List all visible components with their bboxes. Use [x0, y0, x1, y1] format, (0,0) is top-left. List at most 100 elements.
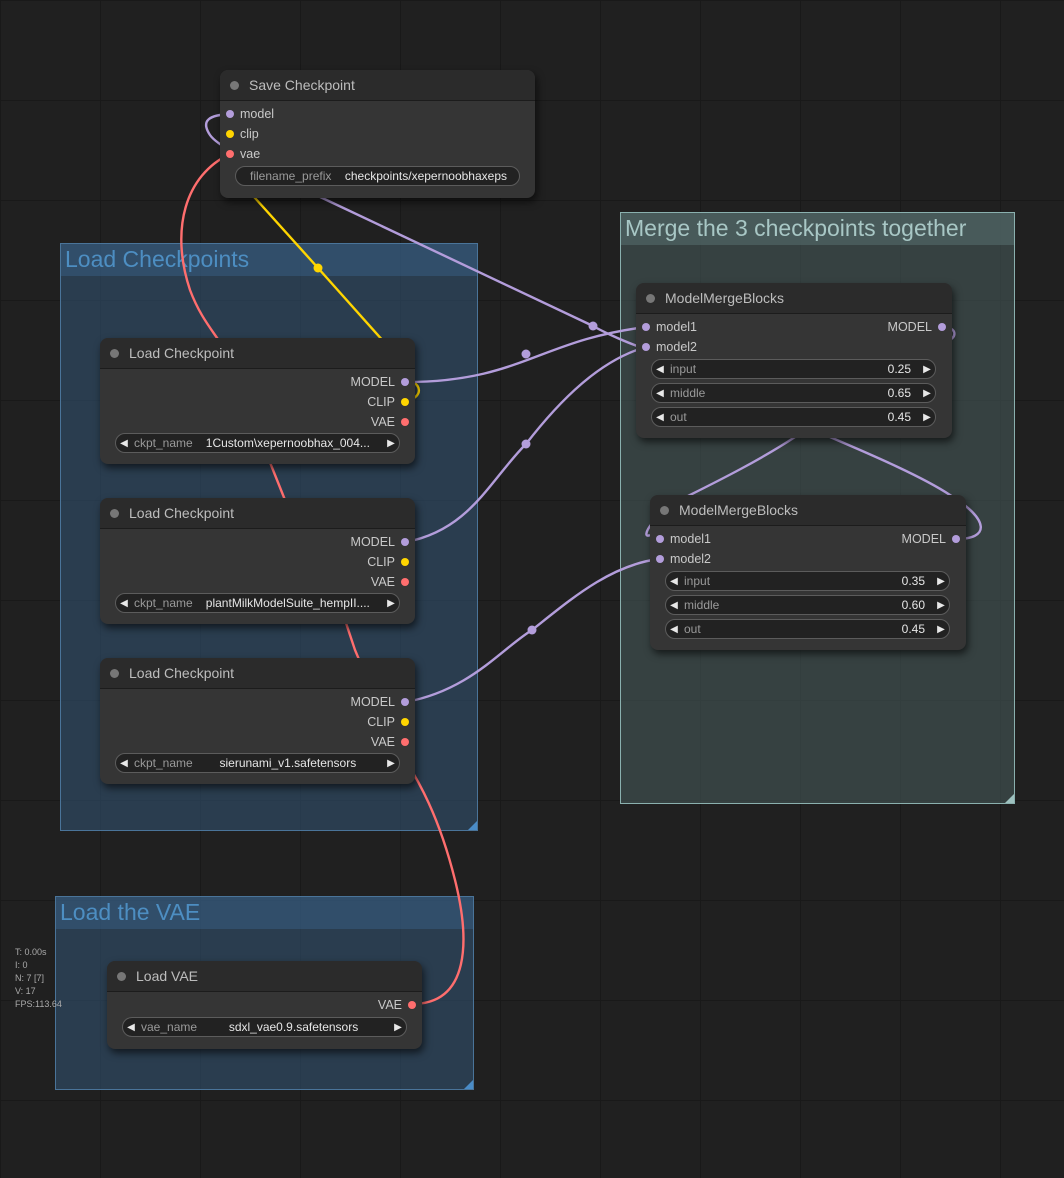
output-model[interactable]: MODEL: [351, 532, 415, 552]
output-clip[interactable]: CLIP: [367, 712, 415, 732]
group-resize-handle[interactable]: [1005, 794, 1014, 803]
slot-dot-icon[interactable]: [952, 535, 960, 543]
slot-dot-icon[interactable]: [401, 558, 409, 566]
input-vae[interactable]: vae: [220, 144, 260, 164]
output-vae[interactable]: VAE: [378, 995, 422, 1015]
arrow-left-icon[interactable]: ◀: [670, 575, 678, 587]
link-midpoint: [527, 625, 537, 635]
input-model2[interactable]: model2: [636, 337, 697, 357]
slot-dot-icon[interactable]: [656, 555, 664, 563]
arrow-right-icon[interactable]: ▶: [937, 599, 945, 611]
arrow-right-icon[interactable]: ▶: [923, 411, 931, 423]
node-model-merge-blocks-1[interactable]: ModelMergeBlocks model1 model2 MODEL ◀ i…: [636, 283, 952, 438]
output-model[interactable]: MODEL: [351, 692, 415, 712]
group-title[interactable]: Load the VAE: [56, 897, 473, 929]
node-title-bar[interactable]: ModelMergeBlocks: [650, 495, 966, 526]
input-model1[interactable]: model1: [636, 317, 697, 337]
slot-dot-icon[interactable]: [401, 378, 409, 386]
slot-dot-icon[interactable]: [401, 398, 409, 406]
slot-dot-icon[interactable]: [408, 1001, 416, 1009]
out-ratio-stepper[interactable]: ◀ out 0.45 ▶: [665, 619, 950, 639]
input-clip[interactable]: clip: [220, 124, 259, 144]
node-title-bar[interactable]: Load Checkpoint: [100, 658, 415, 689]
slot-dot-icon[interactable]: [401, 418, 409, 426]
arrow-right-icon[interactable]: ▶: [923, 387, 931, 399]
node-title-bar[interactable]: Load Checkpoint: [100, 338, 415, 369]
group-title[interactable]: Load Checkpoints: [61, 244, 477, 276]
output-clip[interactable]: CLIP: [367, 392, 415, 412]
slot-dot-icon[interactable]: [401, 738, 409, 746]
dot-icon[interactable]: [230, 80, 239, 90]
node-title-bar[interactable]: Load Checkpoint: [100, 498, 415, 529]
node-title-bar[interactable]: ModelMergeBlocks: [636, 283, 952, 314]
output-vae[interactable]: VAE: [371, 732, 415, 752]
slot-dot-icon[interactable]: [226, 150, 234, 158]
group-title[interactable]: Merge the 3 checkpoints together: [621, 213, 1014, 245]
vae-name-select[interactable]: ◀ vae_name sdxl_vae0.9.safetensors ▶: [122, 1017, 407, 1037]
input-model[interactable]: model: [220, 104, 274, 124]
node-model-merge-blocks-2[interactable]: ModelMergeBlocks model1 model2 MODEL ◀ i…: [650, 495, 966, 650]
output-model[interactable]: MODEL: [902, 529, 966, 549]
arrow-left-icon[interactable]: ◀: [670, 599, 678, 611]
filename-prefix-field[interactable]: filename_prefix checkpoints/xepernoobhax…: [235, 166, 520, 186]
arrow-right-icon[interactable]: ▶: [387, 597, 395, 609]
arrow-left-icon[interactable]: ◀: [127, 1021, 135, 1033]
slot-dot-icon[interactable]: [656, 535, 664, 543]
node-save-checkpoint[interactable]: Save Checkpoint model clip vae filename_…: [220, 70, 535, 198]
dot-icon[interactable]: [660, 505, 669, 515]
slot-dot-icon[interactable]: [401, 578, 409, 586]
ckpt-name-select[interactable]: ◀ ckpt_name plantMilkModelSuite_hempII..…: [115, 593, 400, 613]
slot-dot-icon[interactable]: [226, 110, 234, 118]
dot-icon[interactable]: [646, 293, 655, 303]
output-clip[interactable]: CLIP: [367, 552, 415, 572]
input-model2[interactable]: model2: [650, 549, 711, 569]
input-model1[interactable]: model1: [650, 529, 711, 549]
dot-icon[interactable]: [110, 508, 119, 518]
input-ratio-stepper[interactable]: ◀ input 0.25 ▶: [651, 359, 936, 379]
slot-dot-icon[interactable]: [401, 538, 409, 546]
input-ratio-stepper[interactable]: ◀ input 0.35 ▶: [665, 571, 950, 591]
arrow-left-icon[interactable]: ◀: [656, 363, 664, 375]
middle-ratio-stepper[interactable]: ◀ middle 0.60 ▶: [665, 595, 950, 615]
node-load-vae[interactable]: Load VAE VAE ◀ vae_name sdxl_vae0.9.safe…: [107, 961, 422, 1049]
arrow-left-icon[interactable]: ◀: [120, 757, 128, 769]
slot-dot-icon[interactable]: [938, 323, 946, 331]
arrow-left-icon[interactable]: ◀: [656, 387, 664, 399]
dot-icon[interactable]: [117, 971, 126, 981]
slot-dot-icon[interactable]: [401, 718, 409, 726]
node-title-bar[interactable]: Load VAE: [107, 961, 422, 992]
slot-label: model1: [656, 320, 697, 334]
slot-dot-icon[interactable]: [226, 130, 234, 138]
arrow-left-icon[interactable]: ◀: [120, 437, 128, 449]
arrow-right-icon[interactable]: ▶: [923, 363, 931, 375]
node-load-checkpoint-1[interactable]: Load Checkpoint MODEL CLIP VAE ◀ ckpt_na…: [100, 338, 415, 464]
slot-dot-icon[interactable]: [401, 698, 409, 706]
output-vae[interactable]: VAE: [371, 572, 415, 592]
ckpt-name-select[interactable]: ◀ ckpt_name 1Custom\xepernoobhax_004... …: [115, 433, 400, 453]
arrow-left-icon[interactable]: ◀: [656, 411, 664, 423]
output-model[interactable]: MODEL: [351, 372, 415, 392]
dot-icon[interactable]: [110, 348, 119, 358]
output-model[interactable]: MODEL: [888, 317, 952, 337]
group-resize-handle[interactable]: [468, 821, 477, 830]
stat-time: T: 0.00s: [15, 947, 47, 957]
node-title: ModelMergeBlocks: [679, 502, 799, 518]
arrow-right-icon[interactable]: ▶: [937, 575, 945, 587]
arrow-left-icon[interactable]: ◀: [670, 623, 678, 635]
node-load-checkpoint-2[interactable]: Load Checkpoint MODEL CLIP VAE ◀ ckpt_na…: [100, 498, 415, 624]
slot-dot-icon[interactable]: [642, 343, 650, 351]
arrow-right-icon[interactable]: ▶: [937, 623, 945, 635]
dot-icon[interactable]: [110, 668, 119, 678]
arrow-left-icon[interactable]: ◀: [120, 597, 128, 609]
output-vae[interactable]: VAE: [371, 412, 415, 432]
node-title-bar[interactable]: Save Checkpoint: [220, 70, 535, 101]
arrow-right-icon[interactable]: ▶: [387, 757, 395, 769]
middle-ratio-stepper[interactable]: ◀ middle 0.65 ▶: [651, 383, 936, 403]
arrow-right-icon[interactable]: ▶: [387, 437, 395, 449]
group-resize-handle[interactable]: [464, 1080, 473, 1089]
out-ratio-stepper[interactable]: ◀ out 0.45 ▶: [651, 407, 936, 427]
slot-dot-icon[interactable]: [642, 323, 650, 331]
arrow-right-icon[interactable]: ▶: [394, 1021, 402, 1033]
node-load-checkpoint-3[interactable]: Load Checkpoint MODEL CLIP VAE ◀ ckpt_na…: [100, 658, 415, 784]
ckpt-name-select[interactable]: ◀ ckpt_name sierunami_v1.safetensors ▶: [115, 753, 400, 773]
